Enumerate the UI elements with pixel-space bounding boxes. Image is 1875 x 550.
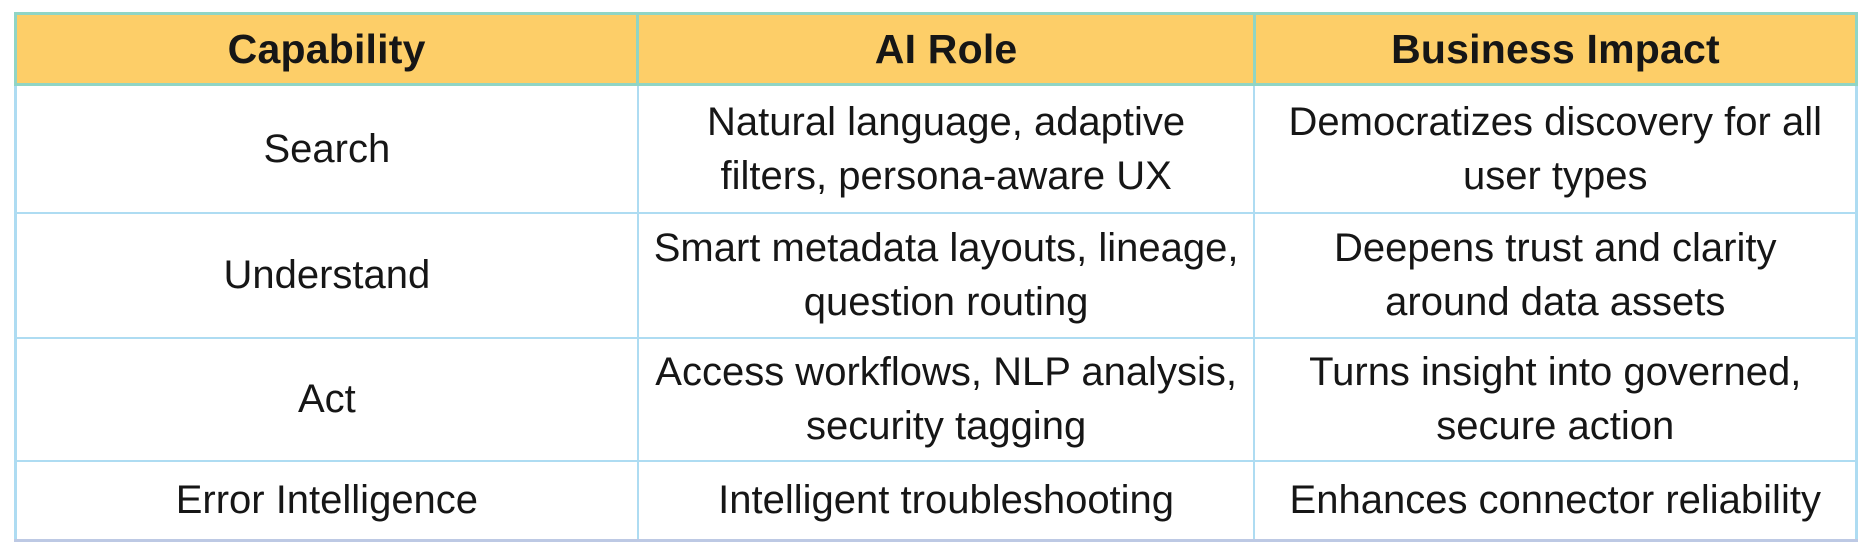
table-row-error-intelligence: Error Intelligence Intelligent troublesh…	[13, 459, 1859, 542]
cell-capability: Search	[13, 83, 639, 214]
cell-business-impact: Democratizes discovery for all user type…	[1253, 83, 1859, 214]
column-header-capability: Capability	[13, 12, 640, 86]
header-row: Capability AI Role Business Impact	[13, 12, 1859, 86]
cell-ai-role: Natural language, adaptive filters, pers…	[636, 83, 1256, 214]
column-header-ai-role: AI Role	[636, 12, 1256, 86]
cell-ai-role: Intelligent troubleshooting	[636, 459, 1256, 542]
cell-business-impact: Turns insight into governed, secure acti…	[1253, 336, 1859, 462]
table-row-understand: Understand Smart metadata layouts, linea…	[13, 211, 1859, 339]
table-row-search: Search Natural language, adaptive filter…	[13, 83, 1859, 214]
table-row-act: Act Access workflows, NLP analysis, secu…	[13, 336, 1859, 462]
cell-ai-role: Access workflows, NLP analysis, security…	[636, 336, 1256, 462]
capability-table-container: Capability AI Role Business Impact Searc…	[13, 12, 1859, 542]
cell-capability: Understand	[13, 211, 639, 339]
cell-capability: Act	[13, 336, 639, 462]
cell-capability: Error Intelligence	[13, 459, 639, 542]
capability-table: Capability AI Role Business Impact Searc…	[13, 12, 1859, 542]
cell-ai-role: Smart metadata layouts, lineage, questio…	[636, 211, 1256, 339]
cell-business-impact: Enhances connector reliability	[1253, 459, 1859, 542]
cell-business-impact: Deepens trust and clarity around data as…	[1253, 211, 1859, 339]
column-header-business-impact: Business Impact	[1252, 12, 1859, 86]
